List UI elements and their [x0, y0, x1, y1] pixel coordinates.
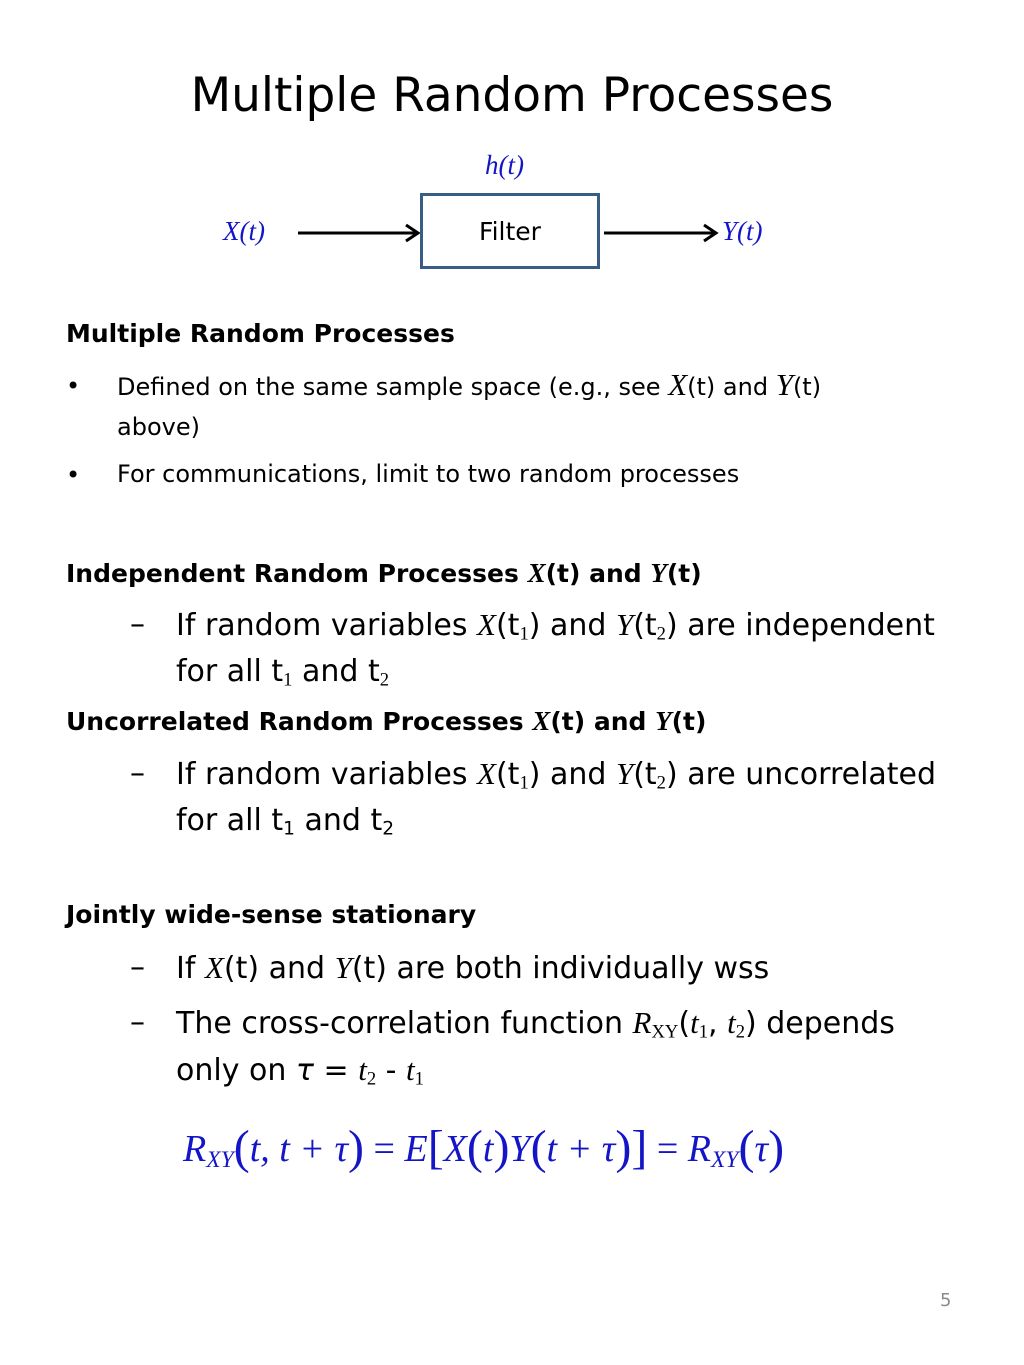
cross-correlation-equation: RXY(t, t + τ) = E[X(t)Y(t + τ)] = RXY(τ): [183, 1121, 785, 1174]
block-diagram: h(t) X(t) Y(t): [0, 140, 1024, 290]
bullet-marker: •: [66, 461, 81, 489]
bullet-line: above): [117, 413, 200, 441]
output-arrowhead: [703, 223, 719, 243]
output-signal-label: Y(t): [722, 216, 763, 246]
condition-line: If random variables X(t1) and Y(t2) are …: [176, 607, 935, 645]
condition-line: If random variables X(t1) and Y(t2) are …: [176, 756, 937, 794]
input-arrowhead: [405, 223, 421, 243]
page-number: 5: [940, 1290, 952, 1311]
condition-line: for all t1 and t2: [176, 803, 395, 840]
dash-marker: –: [130, 607, 145, 642]
item-line: only on τ = t2 - t1: [176, 1052, 424, 1090]
bullet-line: Defined on the same sample space (e.g., …: [117, 367, 822, 402]
bullet-marker: •: [66, 372, 81, 400]
diagram-arrows: [298, 223, 719, 243]
dash-marker: –: [130, 950, 145, 985]
uncorrelated-condition: If random variables X(t1) and Y(t2) are …: [176, 751, 996, 844]
dash-marker: –: [130, 756, 145, 791]
section-heading-multiple: Multiple Random Processes: [66, 319, 455, 348]
dash-marker: –: [130, 1005, 145, 1040]
bullet-two-processes: For communications, limit to two random …: [117, 460, 740, 488]
filter-block: Filter: [420, 193, 600, 269]
individually-wss-item: If X(t) and Y(t) are both individually w…: [176, 950, 770, 986]
section-heading-jointly-wss: Jointly wide-sense stationary: [66, 900, 477, 929]
independent-condition: If random variables X(t1) and Y(t2) are …: [176, 602, 996, 695]
slide-title: Multiple Random Processes: [190, 68, 834, 123]
item-line: The cross-correlation function RXY(t1, t…: [176, 1005, 895, 1043]
impulse-response-label: h(t): [485, 150, 524, 180]
condition-line: for all t1 and t2: [176, 654, 390, 691]
bullet-same-sample-space: Defined on the same sample space (e.g., …: [117, 365, 977, 447]
filter-label: Filter: [479, 216, 541, 246]
section-heading-uncorrelated: Uncorrelated Random Processes X(t) and Y…: [66, 706, 707, 736]
section-heading-independent: Independent Random Processes X(t) and Y(…: [66, 558, 702, 588]
cross-correlation-item: The cross-correlation function RXY(t1, t…: [176, 1000, 996, 1094]
input-signal-label: X(t): [223, 216, 265, 246]
